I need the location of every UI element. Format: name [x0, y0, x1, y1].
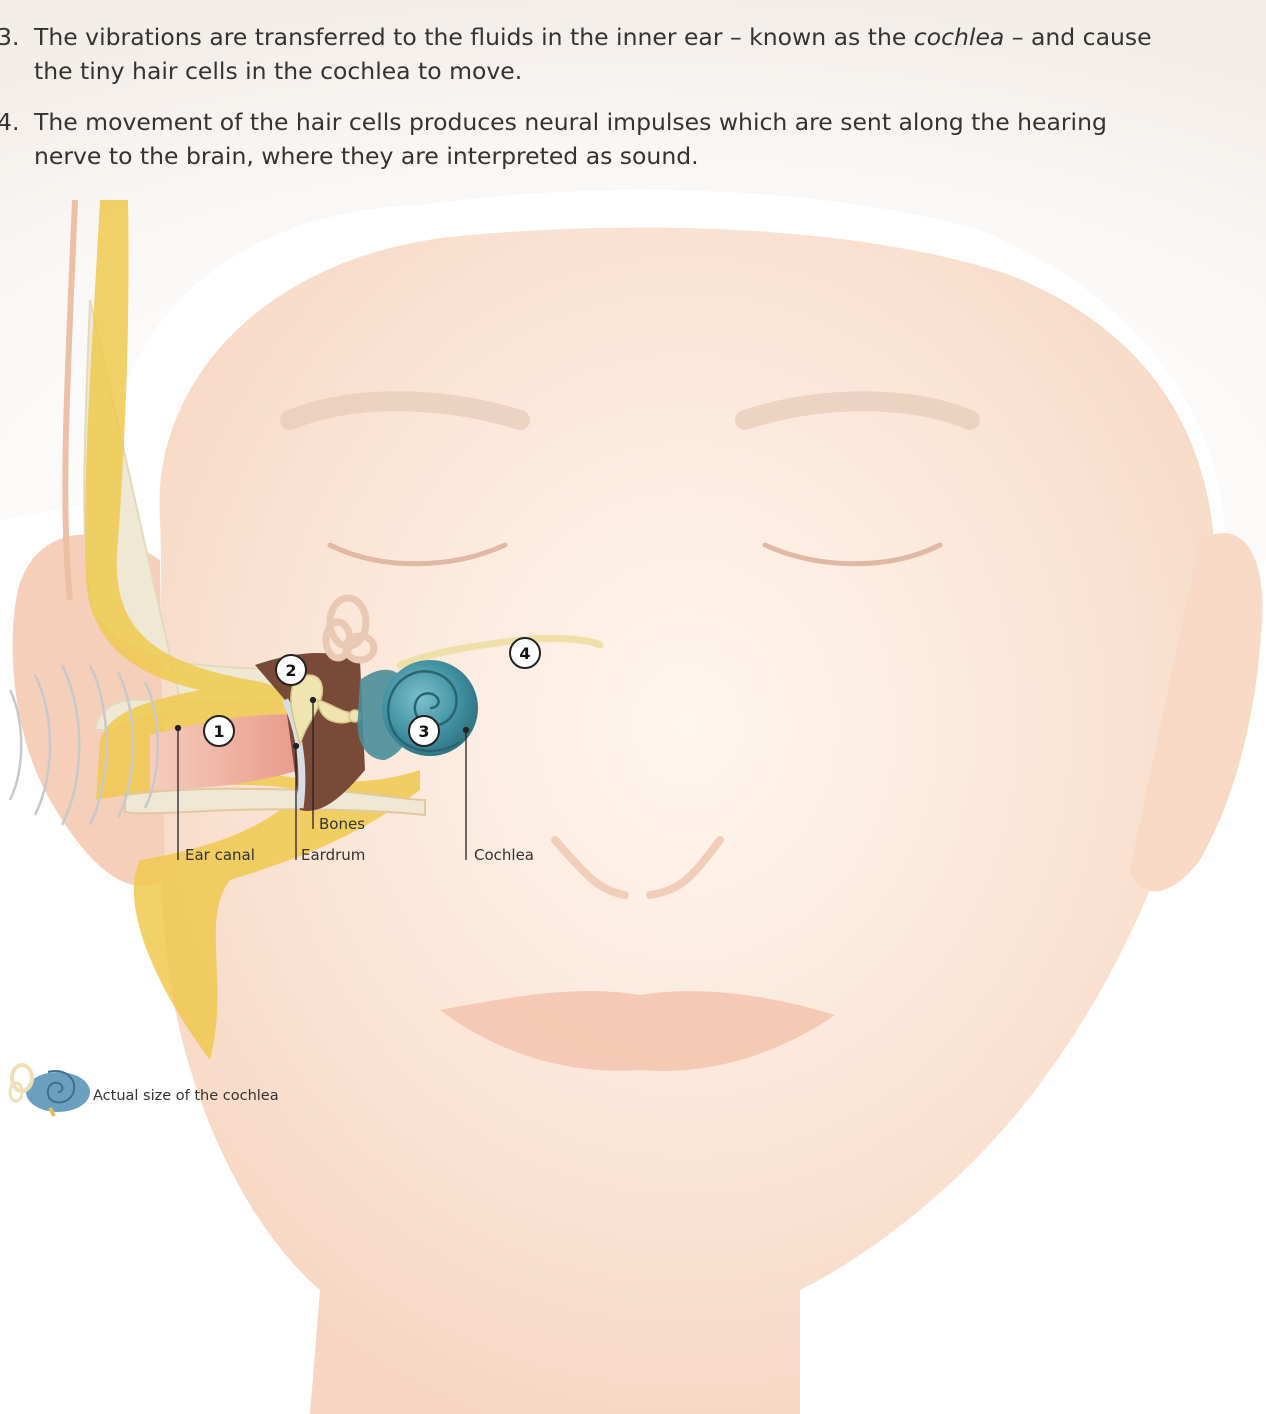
marker-1: 1 — [213, 722, 224, 741]
label-bones: Bones — [319, 815, 365, 833]
step-3-emphasis: cochlea — [914, 23, 1005, 51]
step-3-text-start: The vibrations are transferred to the fl… — [34, 23, 914, 51]
label-actual-size-of-cochlea: Actual size of the cochlea — [93, 1087, 279, 1105]
label-ear-canal: Ear canal — [185, 846, 255, 864]
small-cochlea-icon — [10, 1065, 90, 1116]
step-4-number: 4. — [0, 105, 19, 139]
step-3-number: 3. — [0, 20, 19, 54]
marker-2: 2 — [285, 661, 296, 680]
marker-4: 4 — [519, 644, 530, 663]
label-cochlea: Cochlea — [474, 846, 534, 864]
marker-3: 3 — [418, 722, 429, 741]
step-3-text: 3.The vibrations are transferred to the … — [34, 20, 1174, 88]
step-4-text: 4.The movement of the hair cells produce… — [34, 105, 1134, 173]
label-eardrum: Eardrum — [301, 846, 365, 864]
step-4-body: The movement of the hair cells produces … — [34, 108, 1107, 170]
